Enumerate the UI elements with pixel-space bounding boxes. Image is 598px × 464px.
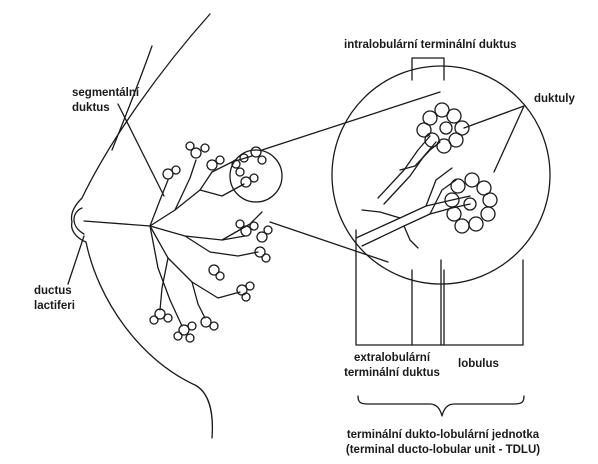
label-tdlu-line2: (terminal ducto-lobular unit - TDLU) xyxy=(332,443,554,458)
ductal-tree xyxy=(84,156,262,326)
nipple xyxy=(74,208,84,234)
label-intralobular-terminal-duct: intralobulární terminální duktus xyxy=(344,38,517,53)
pointer-segmental xyxy=(118,104,164,196)
acini-upper xyxy=(417,103,469,153)
acini-lower xyxy=(445,173,497,233)
zoom-line-top xyxy=(262,92,440,150)
tdlu-brace xyxy=(358,396,524,416)
pointer-lactiferous xyxy=(68,236,84,284)
magnify-circle-large xyxy=(332,66,550,284)
label-segmental-line1: segmentální xyxy=(72,86,139,101)
label-lactiferous-line2: lactiferi xyxy=(34,299,75,314)
lobule-clusters xyxy=(150,142,272,342)
label-extralobular-line1: extralobulární xyxy=(337,351,447,366)
label-lobule: lobulus xyxy=(458,357,499,372)
label-tdlu: terminální dukto-lobulární jednotka (ter… xyxy=(332,428,554,458)
label-tdlu-line1: terminální dukto-lobulární jednotka xyxy=(332,428,554,443)
label-segmental-line2: duktus xyxy=(72,101,139,116)
label-extralobular-terminal-duct: extralobulární terminální duktus xyxy=(337,351,447,381)
label-ductules: duktuly xyxy=(534,92,575,107)
label-lactiferous-line1: ductus xyxy=(34,284,75,299)
enlarged-ducts xyxy=(356,136,470,248)
tdlu-outer-frame xyxy=(356,230,523,345)
label-extralobular-line2: terminální duktus xyxy=(337,366,447,381)
label-lactiferous-duct: ductus lactiferi xyxy=(34,284,75,314)
label-segmental-duct: segmentální duktus xyxy=(72,86,139,116)
